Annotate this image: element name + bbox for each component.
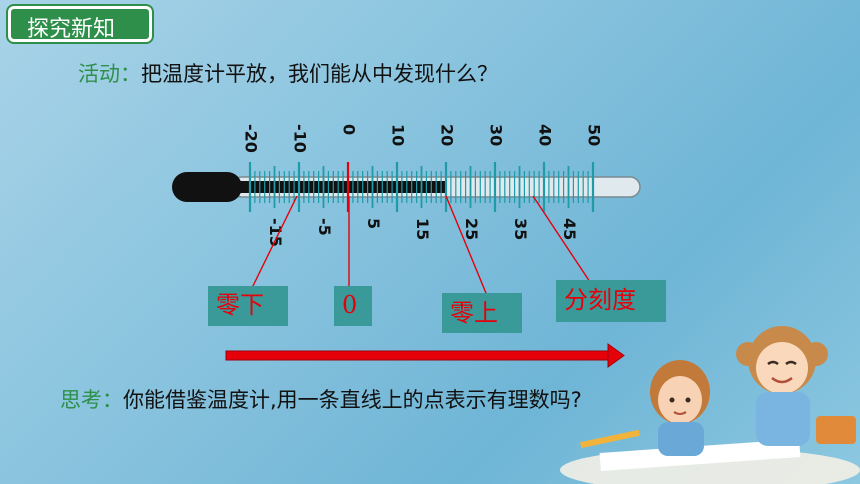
tag-scale: 分刻度	[556, 280, 666, 322]
bottom-number: 35	[511, 218, 530, 240]
think-line: 思考：你能借鉴温度计,用一条直线上的点表示有理数吗?	[60, 384, 582, 414]
tag-zero: 0	[334, 286, 372, 326]
top-number: 10	[389, 124, 408, 146]
girl-left	[650, 360, 710, 456]
top-number: 30	[487, 124, 506, 146]
pointer-above-zero	[445, 195, 489, 299]
bottom-number: -15	[266, 218, 285, 247]
pointer-below-zero	[249, 195, 298, 293]
top-number: -20	[242, 124, 261, 153]
bottom-number: 15	[413, 218, 432, 240]
think-label: 思考：	[60, 388, 123, 412]
tag-below-zero: 零下	[208, 286, 288, 326]
activity-text: 把温度计平放，我们能从中发现什么？	[141, 62, 498, 86]
top-number-group: -20 -10 0 10 20 30 40 50	[242, 124, 604, 153]
bottom-number: 45	[560, 218, 579, 240]
children-illustration	[560, 326, 860, 484]
top-number: 0	[340, 124, 359, 135]
tag-above-zero: 零上	[442, 293, 522, 333]
section-badge: 探究新知	[8, 6, 152, 42]
top-number: 50	[585, 124, 604, 146]
paper	[599, 439, 801, 471]
top-number: 40	[536, 124, 555, 146]
think-text: 你能借鉴温度计,用一条直线上的点表示有理数吗?	[123, 388, 582, 412]
bottom-number: 5	[364, 218, 383, 229]
section-title: 探究新知	[27, 17, 116, 42]
cup	[816, 416, 856, 444]
thermometer-bulb	[172, 172, 242, 202]
girl-right	[736, 326, 828, 446]
number-line-arrow-shaft	[225, 350, 611, 361]
pencil	[580, 429, 640, 449]
bottom-number-group: -15 -5 5 15 25 35 45	[266, 218, 579, 247]
thermometer-liquid	[236, 181, 446, 193]
pointer-scale	[532, 195, 591, 283]
tick-group	[248, 162, 595, 212]
number-line-arrow-head	[607, 343, 625, 368]
activity-line: 活动：把温度计平放，我们能从中发现什么？	[78, 58, 498, 88]
activity-label: 活动：	[78, 62, 141, 86]
top-number: 20	[438, 124, 457, 146]
bottom-number: 25	[462, 218, 481, 240]
bottom-number: -5	[315, 218, 334, 236]
top-number: -10	[291, 124, 310, 153]
